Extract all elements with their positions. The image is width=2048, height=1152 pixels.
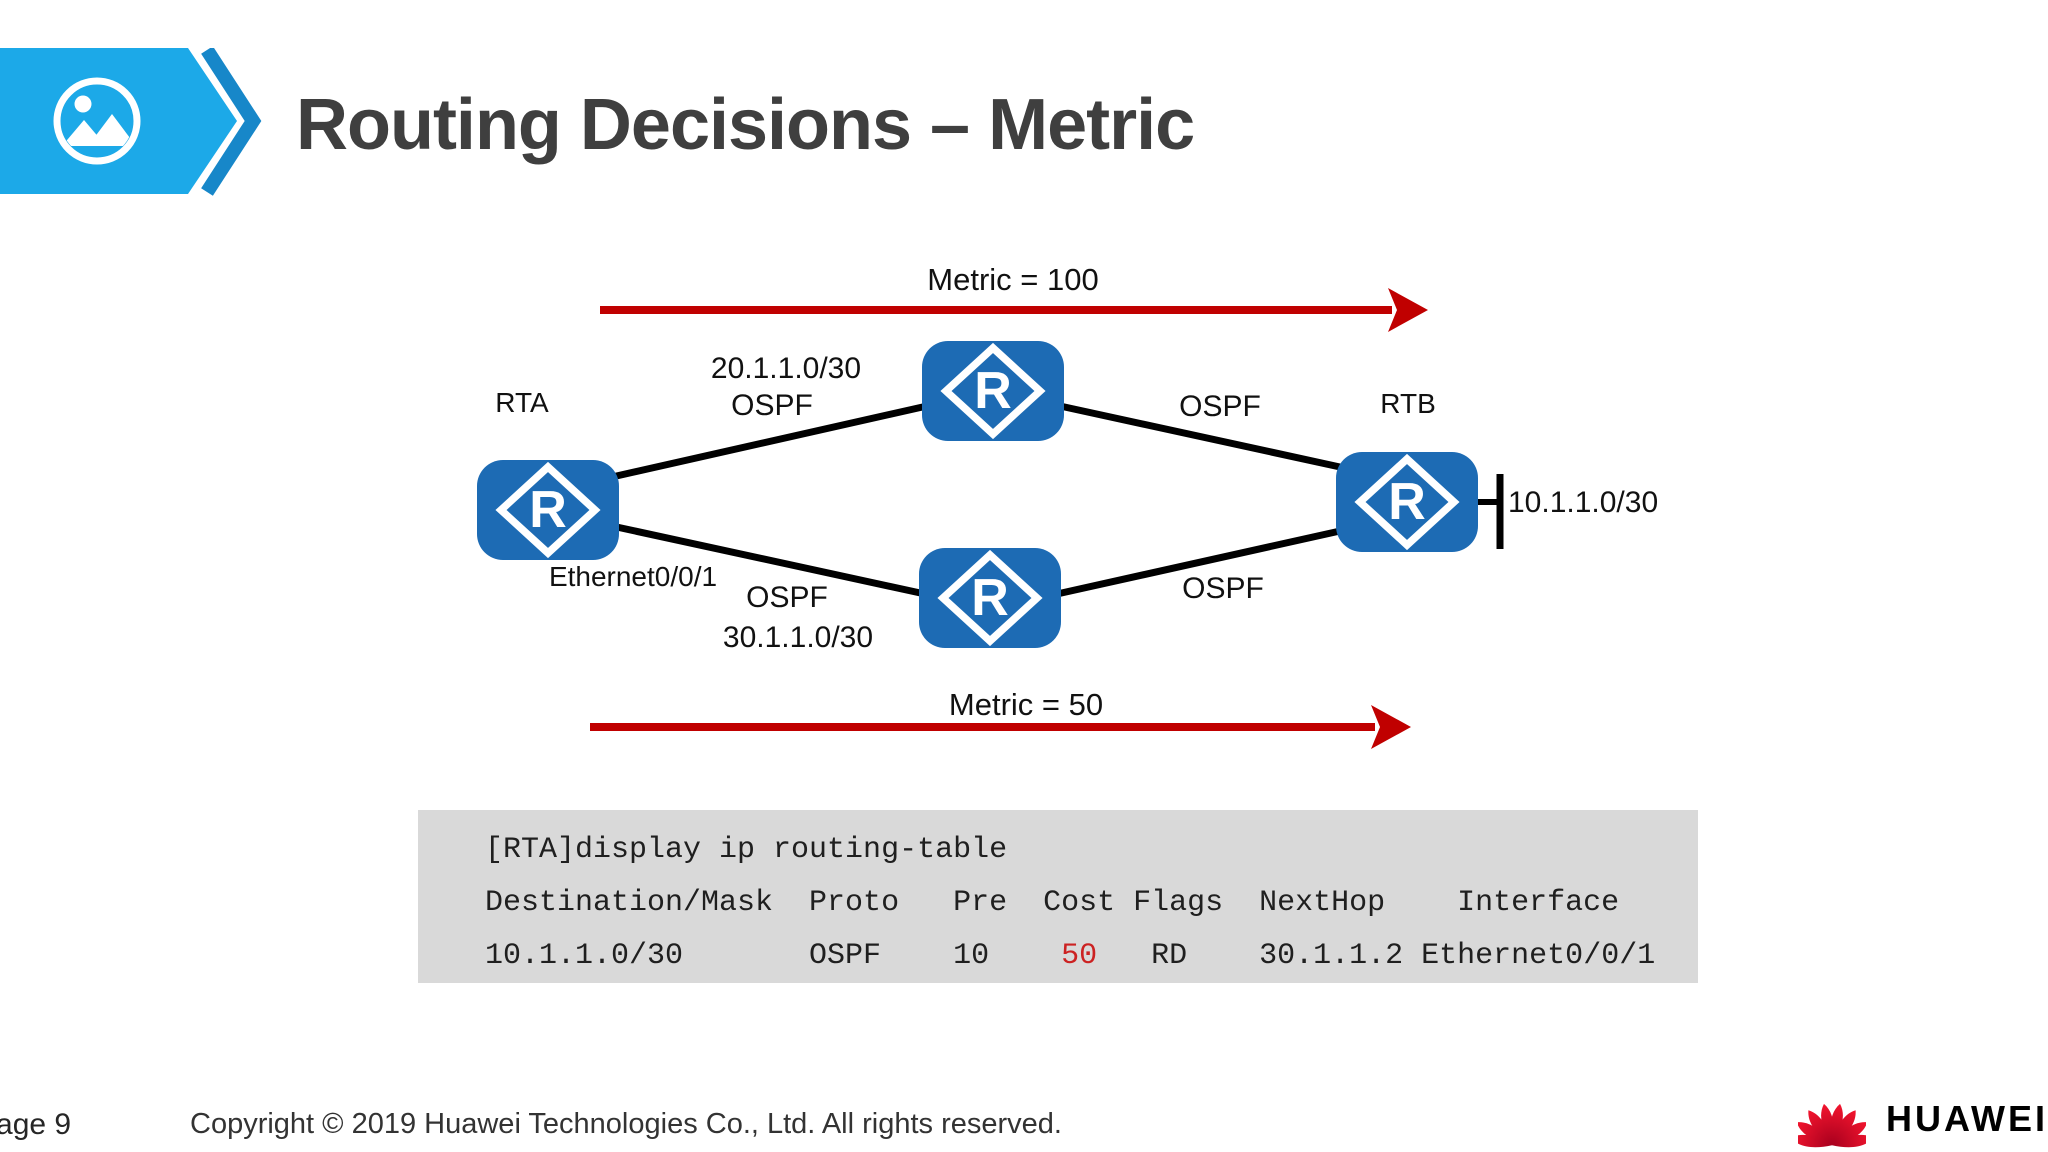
page-number: Page 9	[0, 1108, 72, 1141]
label-metric-100: Metric = 100	[927, 262, 1099, 297]
huawei-logo	[1798, 1086, 1866, 1150]
huawei-flower-icon	[1798, 1103, 1866, 1148]
label-ethernet-interface: Ethernet0/0/1	[548, 561, 718, 592]
label-metric-50: Metric = 50	[948, 687, 1104, 722]
router-bottom: R	[919, 548, 1061, 648]
link-rta-top-router	[608, 402, 931, 481]
router-glyph: R	[529, 481, 567, 539]
link-bottom-router-rtb	[1053, 527, 1344, 598]
cli-command-line: [RTA]display ip routing-table	[485, 833, 1008, 867]
router-glyph: R	[1388, 473, 1426, 531]
router-top: R	[922, 341, 1064, 441]
huawei-wordmark: HUAWEI	[1886, 1098, 2048, 1139]
link-top-router-rtb	[1056, 402, 1344, 471]
label-ospf-bottom-left: OSPF	[746, 581, 828, 614]
copyright-text: Copyright © 2019 Huawei Technologies Co.…	[190, 1108, 1062, 1140]
label-ospf-top-right: OSPF	[1179, 390, 1261, 423]
page-title: Routing Decisions – Metric	[296, 85, 1195, 165]
header-banner	[0, 46, 280, 198]
rtb-lan-segment	[1477, 474, 1504, 549]
router-rtb: R	[1336, 452, 1478, 552]
metric-arrow-bottom	[590, 705, 1411, 749]
cli-output: [RTA]display ip routing-table Destinatio…	[418, 810, 1698, 983]
picture-icon	[53, 77, 141, 165]
route-suffix: RD 30.1.1.2 Ethernet0/0/1	[1097, 939, 1656, 973]
router-glyph: R	[971, 569, 1009, 627]
route-cost-value: 50	[1061, 939, 1098, 973]
router-rta: R	[477, 460, 619, 560]
link-rta-bottom-router	[608, 522, 929, 598]
label-network-10: 10.1.1.0/30	[1508, 486, 1659, 519]
metric-arrow-top	[600, 288, 1428, 332]
cli-route-line: 10.1.1.0/30 OSPF 10 50 RD 30.1.1.2 Ether…	[485, 930, 1698, 983]
label-ospf-bottom-right: OSPF	[1182, 572, 1264, 605]
cli-header-line: Destination/Mask Proto Pre Cost Flags Ne…	[485, 886, 1620, 920]
label-network-20: 20.1.1.0/30	[710, 352, 862, 385]
label-ospf-top-left: OSPF	[731, 389, 813, 422]
route-prefix: 10.1.1.0/30 OSPF 10	[485, 939, 1062, 973]
label-network-30: 30.1.1.0/30	[722, 621, 874, 654]
label-rtb: RTB	[1380, 388, 1436, 419]
banner-chevron	[0, 46, 262, 196]
label-rta: RTA	[495, 387, 549, 418]
router-glyph: R	[974, 362, 1012, 420]
